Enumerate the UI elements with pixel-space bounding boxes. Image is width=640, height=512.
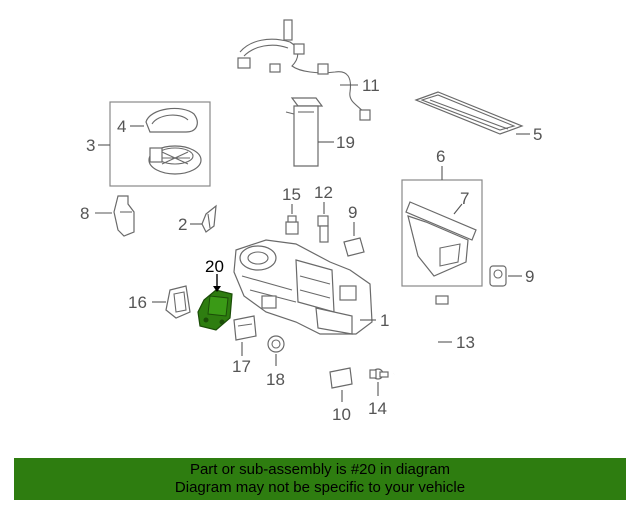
- sensor-part-15: [285, 215, 299, 235]
- bracket-part-2: [201, 204, 217, 233]
- callout-10: 10: [332, 405, 351, 424]
- callout-4: 4: [117, 117, 126, 136]
- callout-20: 20: [205, 257, 224, 276]
- clip-part-10: [329, 367, 353, 389]
- callout-9-right: 9: [525, 267, 534, 286]
- seal-part-9a: [343, 237, 365, 257]
- banner-line-2: Diagram may not be specific to your vehi…: [174, 479, 466, 496]
- info-banner: Part or sub-assembly is #20 in diagram D…: [14, 458, 626, 500]
- seal-part-9b: [489, 265, 507, 287]
- drain-hose-part: [393, 295, 449, 376]
- valve-part-14: [369, 368, 389, 380]
- wiring-harness-part: [237, 19, 371, 121]
- parts-diagram: 11 19 5 4 3 8 2: [80, 19, 542, 424]
- module-part-17: [233, 315, 257, 341]
- callout-2: 2: [178, 215, 187, 234]
- callout-3: 3: [86, 136, 95, 155]
- blower-group-box: [109, 101, 211, 187]
- cabin-filter-part: [414, 91, 524, 135]
- callout-16: 16: [128, 293, 147, 312]
- motor-part-16: [165, 285, 191, 319]
- callout-19: 19: [336, 133, 355, 152]
- hvac-case-part: [233, 239, 373, 335]
- banner-line-1: Part or sub-assembly is #20 in diagram: [189, 461, 451, 478]
- callout-12: 12: [314, 183, 333, 202]
- callout-17: 17: [232, 357, 251, 376]
- callout-8: 8: [80, 204, 89, 223]
- callout-13: 13: [456, 333, 475, 352]
- grommet-part-18: [267, 335, 285, 353]
- evaporator-part: [285, 97, 324, 167]
- blower-motor-part: [145, 107, 202, 175]
- callout-15: 15: [282, 185, 301, 204]
- actuator-part-12: [317, 215, 329, 243]
- highlighted-part-20[interactable]: [197, 289, 233, 331]
- callout-14: 14: [368, 399, 387, 418]
- duct-part-8: [113, 195, 135, 237]
- callout-18: 18: [266, 370, 285, 389]
- callout-7: 7: [460, 189, 469, 208]
- callout-11: 11: [362, 76, 380, 95]
- callout-6: 6: [436, 147, 445, 166]
- callout-9-upper: 9: [348, 203, 357, 222]
- callout-1: 1: [380, 311, 389, 330]
- door-part: [405, 201, 477, 277]
- callout-5: 5: [533, 125, 542, 144]
